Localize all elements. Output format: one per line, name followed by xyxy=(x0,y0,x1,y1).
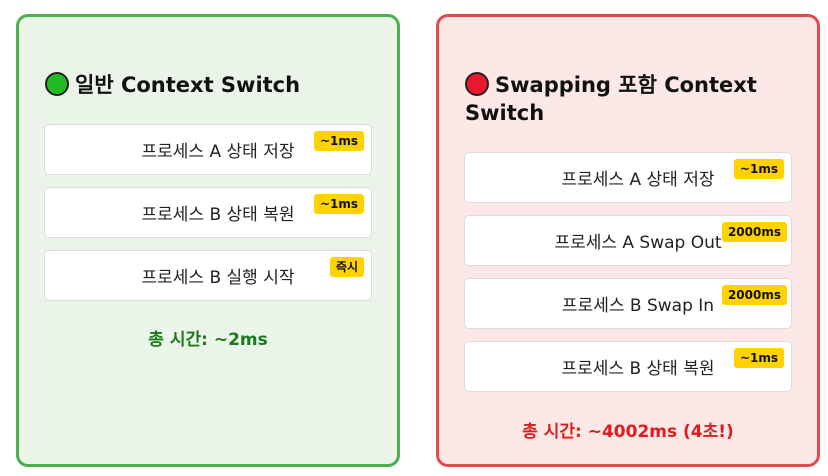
step-label: 프로세스 A Swap Out xyxy=(554,233,722,253)
step-card: 프로세스 B 실행 시작 즉시 xyxy=(44,250,372,301)
normal-panel-title: 일반 Context Switch xyxy=(45,71,377,99)
swapping-context-switch-panel: Swapping 포함 Context Switch 프로세스 A 상태 저장 … xyxy=(436,14,820,467)
swap-total-time: 총 시간: ~4002ms (4초!) xyxy=(522,422,734,442)
time-badge: 2000ms xyxy=(721,222,787,242)
normal-panel-title-text: 일반 Context Switch xyxy=(75,73,301,97)
step-label: 프로세스 B 상태 복원 xyxy=(141,205,295,225)
time-badge: ~1ms xyxy=(313,131,364,151)
swap-steps-list: 프로세스 A 상태 저장 ~1ms 프로세스 A Swap Out 2000ms… xyxy=(464,152,792,404)
step-card: 프로세스 B 상태 복원 ~1ms xyxy=(464,341,792,392)
step-label: 프로세스 A 상태 저장 xyxy=(141,142,295,162)
swap-panel-title: Swapping 포함 Context Switch xyxy=(465,71,797,127)
time-badge: ~1ms xyxy=(313,194,364,214)
time-badge: 2000ms xyxy=(721,285,787,305)
swap-panel-title-text: Swapping 포함 Context Switch xyxy=(465,73,757,125)
step-card: 프로세스 A Swap Out 2000ms xyxy=(464,215,792,266)
normal-context-switch-panel: 일반 Context Switch 프로세스 A 상태 저장 ~1ms 프로세스… xyxy=(16,14,400,467)
step-card: 프로세스 A 상태 저장 ~1ms xyxy=(44,124,372,175)
step-label: 프로세스 B 상태 복원 xyxy=(561,359,715,379)
step-card: 프로세스 A 상태 저장 ~1ms xyxy=(464,152,792,203)
time-badge: ~1ms xyxy=(733,159,784,179)
time-badge: ~1ms xyxy=(733,348,784,368)
step-label: 프로세스 B Swap In xyxy=(561,296,715,316)
normal-steps-list: 프로세스 A 상태 저장 ~1ms 프로세스 B 상태 복원 ~1ms 프로세스… xyxy=(44,124,372,313)
normal-total-time: 총 시간: ~2ms xyxy=(148,330,268,350)
time-badge: 즉시 xyxy=(329,257,364,277)
step-label: 프로세스 A 상태 저장 xyxy=(561,170,715,190)
step-card: 프로세스 B Swap In 2000ms xyxy=(464,278,792,329)
green-circle-icon xyxy=(45,72,69,96)
red-circle-icon xyxy=(465,72,489,96)
step-label: 프로세스 B 실행 시작 xyxy=(141,268,295,288)
step-card: 프로세스 B 상태 복원 ~1ms xyxy=(44,187,372,238)
